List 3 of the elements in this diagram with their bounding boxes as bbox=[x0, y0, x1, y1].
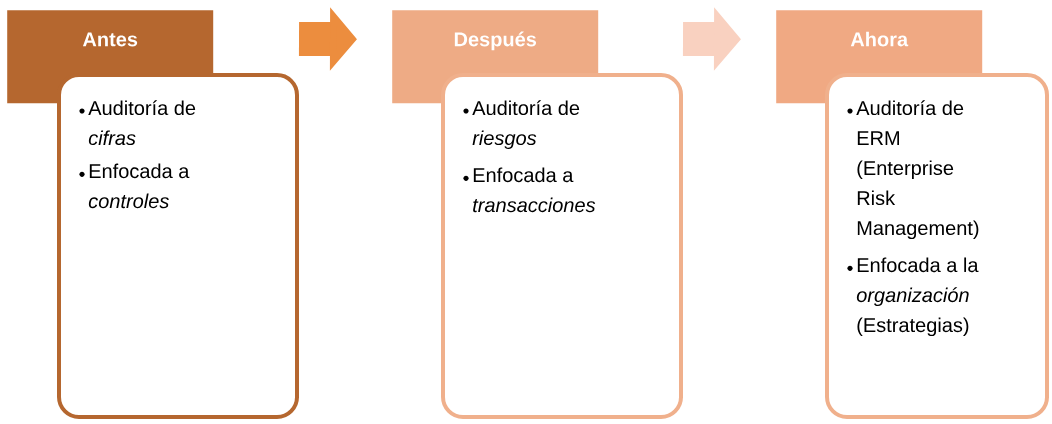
text-box: Auditoría de cifras Enfocada a controles bbox=[57, 73, 299, 419]
text-box: Auditoría de ERM (Enterprise Risk Management) Enfocada a la organización (Estrategias) bbox=[825, 73, 1049, 419]
text-box: Auditoría de riesgos Enfocada a transacciones bbox=[441, 73, 683, 419]
